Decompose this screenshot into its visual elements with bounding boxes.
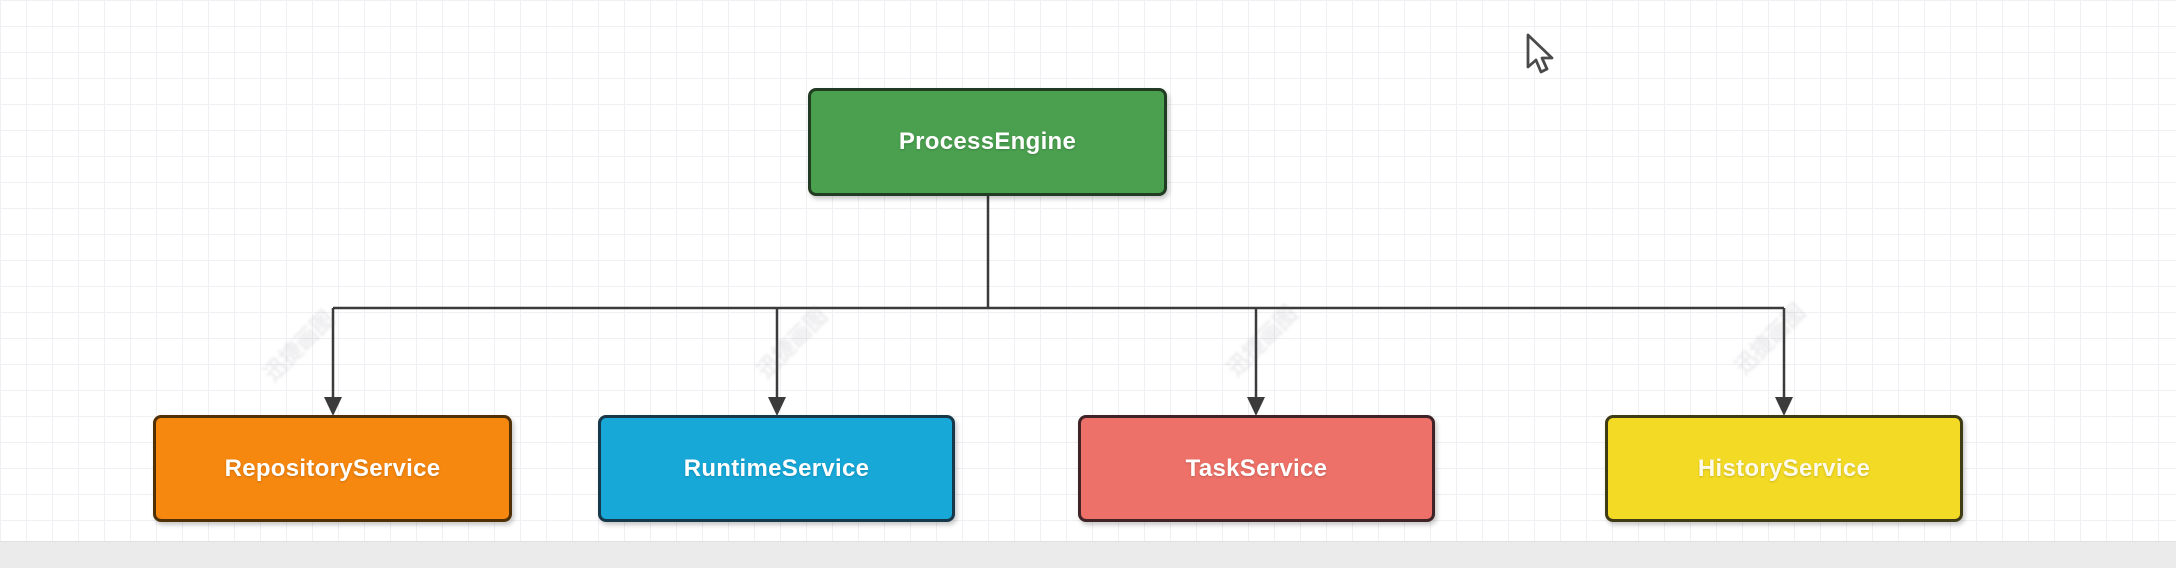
node-label: RepositoryService	[224, 454, 441, 482]
node-label: TaskService	[1185, 454, 1328, 482]
tool-watermark: 迅捷画图	[1222, 301, 1303, 382]
node-label: HistoryService	[1697, 454, 1871, 482]
node-repositoryservice[interactable]: RepositoryService	[153, 415, 512, 522]
arrowhead-down-icon	[324, 397, 342, 416]
node-historyservice[interactable]: HistoryService	[1605, 415, 1963, 522]
arrowhead-down-icon	[768, 397, 786, 416]
arrowhead-down-icon	[1775, 397, 1793, 416]
canvas-bottom-strip	[0, 541, 2176, 568]
tool-watermark: 迅捷画图	[1730, 299, 1811, 380]
tool-watermark: 迅捷画图	[259, 306, 340, 387]
node-label: ProcessEngine	[898, 128, 1077, 155]
tool-watermark: 迅捷画图	[752, 303, 833, 384]
node-runtimeservice[interactable]: RuntimeService	[598, 415, 955, 522]
node-taskservice[interactable]: TaskService	[1078, 415, 1435, 522]
mouse-cursor-icon	[1526, 33, 1554, 74]
arrowhead-down-icon	[1247, 397, 1265, 416]
node-label: RuntimeService	[683, 454, 870, 482]
node-processengine[interactable]: ProcessEngine	[808, 88, 1167, 196]
